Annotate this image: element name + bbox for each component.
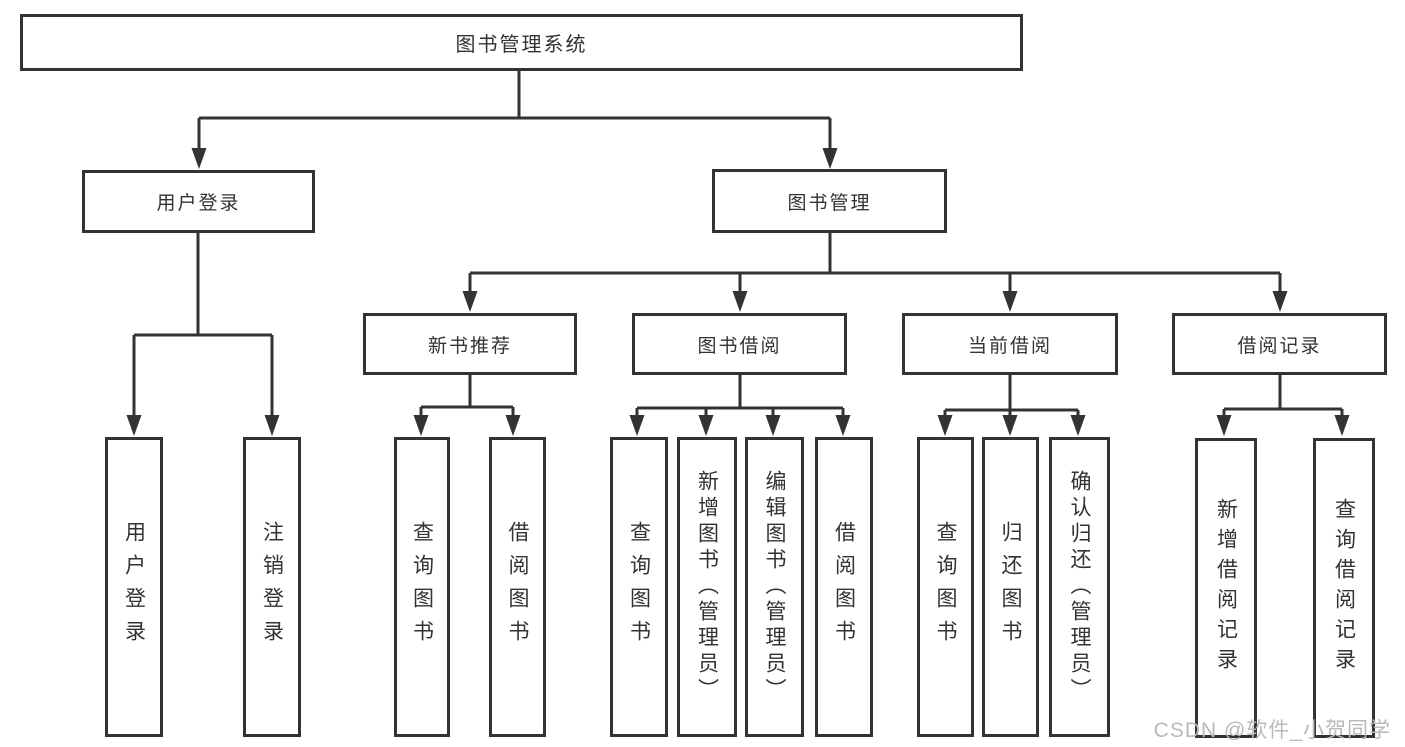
- leaf-query-books-borrow: 查询图书: [610, 437, 668, 737]
- leaf-query-books-current: 查询图书: [917, 437, 974, 737]
- node-current-borrowing: 当前借阅: [902, 313, 1118, 375]
- leaf-query-borrow-record: 查询借阅记录: [1313, 438, 1375, 738]
- node-label: 图书借阅: [697, 335, 782, 357]
- node-user-login: 用户登录: [82, 170, 315, 233]
- leaf-label: 查询图书: [934, 521, 957, 653]
- leaf-user-login: 用户登录: [105, 437, 163, 737]
- leaf-label: 注销登录: [260, 521, 284, 653]
- node-label: 图书管理: [787, 192, 872, 214]
- leaf-edit-book-admin: 编辑图书（管理员）: [745, 437, 804, 737]
- leaf-borrow-books: 借阅图书: [815, 437, 873, 737]
- node-label: 用户登录: [156, 193, 241, 214]
- leaf-confirm-return-admin: 确认归还（管理员）: [1049, 437, 1110, 737]
- leaf-logout: 注销登录: [243, 437, 301, 737]
- node-book-management: 图书管理: [712, 169, 947, 233]
- node-label: 当前借阅: [967, 335, 1052, 357]
- leaf-label: 编辑图书（管理员）: [763, 470, 786, 704]
- leaf-query-books-recommend: 查询图书: [394, 437, 450, 737]
- leaf-label: 查询图书: [627, 521, 651, 653]
- leaf-add-borrow-record: 新增借阅记录: [1195, 438, 1257, 738]
- leaf-label: 查询借阅记录: [1332, 498, 1356, 678]
- node-borrowing-records: 借阅记录: [1172, 313, 1387, 375]
- csdn-watermark: CSDN @软件_小贺同学: [1153, 719, 1391, 742]
- node-book-borrowing: 图书借阅: [632, 313, 847, 375]
- leaf-return-books: 归还图书: [982, 437, 1039, 737]
- node-label: 图书管理系统: [455, 34, 588, 56]
- leaf-label: 归还图书: [999, 521, 1022, 653]
- node-label: 借阅记录: [1237, 335, 1322, 357]
- node-new-book-recommendation: 新书推荐: [363, 313, 577, 375]
- leaf-label: 查询图书: [410, 521, 434, 653]
- node-library-management-system: 图书管理系统: [20, 14, 1023, 71]
- leaf-label: 借阅图书: [832, 521, 856, 653]
- leaf-label: 确认归还（管理员）: [1068, 470, 1091, 704]
- node-label: 新书推荐: [427, 335, 512, 357]
- leaf-label: 新增借阅记录: [1214, 498, 1238, 678]
- leaf-label: 用户登录: [122, 521, 146, 653]
- leaf-label: 新增图书（管理员）: [695, 470, 719, 704]
- leaf-label: 借阅图书: [506, 521, 529, 653]
- leaf-borrow-books-recommend: 借阅图书: [489, 437, 546, 737]
- leaf-add-book-admin: 新增图书（管理员）: [677, 437, 737, 737]
